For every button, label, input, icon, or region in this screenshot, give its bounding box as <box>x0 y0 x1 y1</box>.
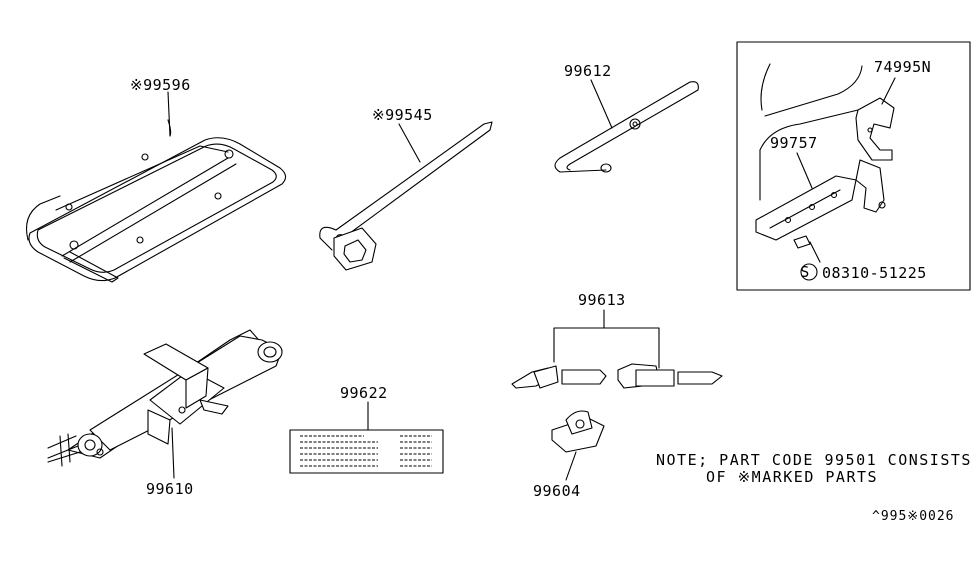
bracket-label: 74995N <box>874 58 931 76</box>
note-line-1: NOTE; PART CODE 99501 CONSISTS <box>656 451 972 469</box>
jack-label: 99610 <box>146 480 194 498</box>
note-line-2: OF ※MARKED PARTS <box>706 468 878 486</box>
jack-handle-label: 99612 <box>564 62 612 80</box>
wheel-wrench-drawing <box>319 121 493 271</box>
reference-code: ^995※0026 <box>872 509 955 524</box>
adapter-set-drawing <box>511 309 723 389</box>
bolt-prefix-symbol: S <box>800 263 810 281</box>
bolt-label: 08310-51225 <box>822 264 927 282</box>
tool-holder-label: 99757 <box>770 134 818 152</box>
bracket-assembly-box <box>736 41 971 291</box>
jack-handle-drawing <box>554 79 699 173</box>
wheel-wrench-label: ※99545 <box>372 106 433 124</box>
scissor-jack-drawing <box>47 329 283 479</box>
clip-drawing <box>551 410 605 481</box>
tool-bag-drawing <box>25 91 287 283</box>
clip-label: 99604 <box>533 482 581 500</box>
label-plate-drawing <box>289 401 444 474</box>
label-plate-label: 99622 <box>340 384 388 402</box>
adapter-set-label: 99613 <box>578 291 626 309</box>
tool-bag-label: ※99596 <box>130 76 191 94</box>
